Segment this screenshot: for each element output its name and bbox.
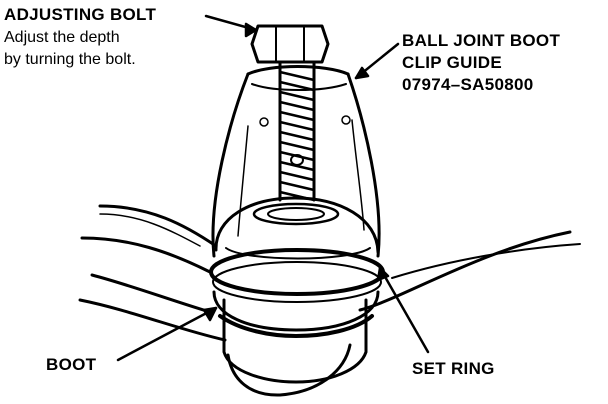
steering-arm (78, 204, 581, 397)
set-ring-label: SET RING (412, 359, 495, 378)
leader-lines (116, 14, 430, 362)
set-ring-shape (209, 248, 385, 296)
adjusting-bolt-shape (250, 24, 330, 202)
ball-joint-housing (209, 196, 385, 384)
leader-set-ring (378, 266, 430, 354)
boot-clip-guide-label-line1: BALL JOINT BOOT (402, 31, 561, 50)
adjusting-bolt-label: ADJUSTING BOLT (4, 5, 157, 24)
adjusting-bolt-note-line2: by turning the bolt. (4, 51, 136, 68)
boot-label: BOOT (46, 355, 97, 374)
boot-clip-guide-label-line2: CLIP GUIDE (402, 53, 502, 72)
boot-clip-guide-part-number: 07974–SA50800 (402, 75, 534, 94)
adjusting-bolt-note-line1: Adjust the depth (4, 29, 120, 46)
leader-boot (116, 306, 218, 362)
clip-guide-shape (211, 65, 381, 260)
